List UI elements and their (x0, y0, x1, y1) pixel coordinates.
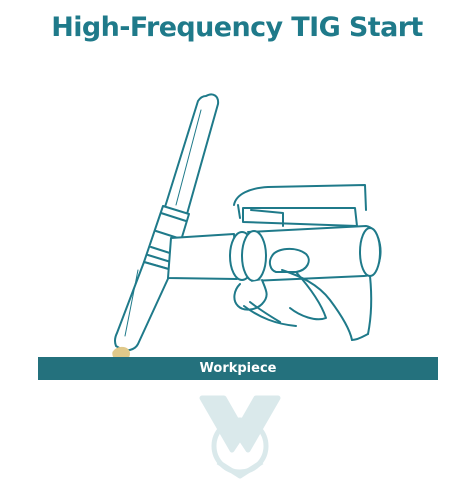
torch-nozzle (113, 261, 173, 352)
diagram-title: High-Frequency TIG Start (51, 12, 423, 43)
workpiece-label: Workpiece (199, 361, 277, 376)
hand (233, 184, 373, 341)
logo-watermark-icon (199, 395, 281, 479)
torch-back-cap (164, 93, 220, 215)
workpiece-bar: Workpiece (38, 357, 438, 380)
